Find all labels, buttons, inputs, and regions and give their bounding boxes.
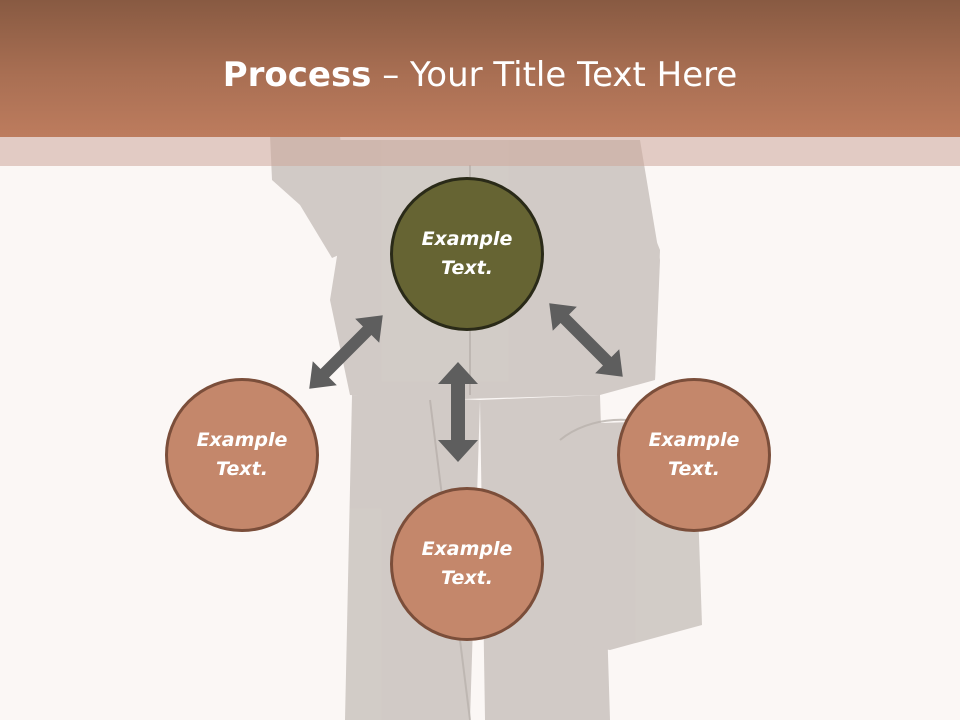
process-node-bottom: Example Text. [390,487,544,641]
title-header-bar [0,0,960,137]
node-left-text: Example Text. [196,429,288,480]
header-accent-band [0,137,960,166]
node-top-text: Example Text. [421,228,513,279]
process-node-left: Example Text. [165,378,319,532]
process-node-top: Example Text. [390,177,544,331]
slide-title: Process – Your Title Text Here [0,52,960,98]
process-node-right: Example Text. [617,378,771,532]
node-right-text: Example Text. [648,429,740,480]
title-rest-part: – Your Title Text Here [371,55,738,95]
title-bold-part: Process [222,55,372,95]
node-bottom-text: Example Text. [421,538,513,589]
